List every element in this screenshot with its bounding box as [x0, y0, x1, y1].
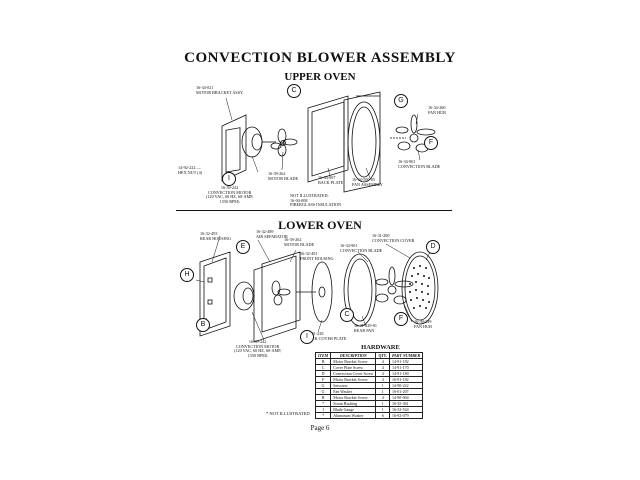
lower-rear-housing — [199, 251, 231, 337]
callout-lower-h: H — [180, 268, 194, 282]
not-illustrated-footnote: * NOT ILLUSTRATED — [266, 411, 310, 416]
callout-upper-i: I — [222, 172, 236, 186]
hardware-cell-description: Convection Cover Screw — [330, 370, 377, 377]
cover-perforations — [409, 265, 430, 309]
label-hex-nut: 14-92-222 —HEX NUT (4) — [178, 165, 203, 175]
lower-motor — [233, 281, 255, 311]
upper-back-plate — [307, 95, 349, 183]
callout-lower-f: F — [394, 312, 408, 326]
hardware-cell-description: Aluminum Washer — [330, 412, 377, 419]
lower-convection-blade — [375, 266, 414, 305]
upper-motor-blade — [270, 128, 298, 157]
section-divider — [176, 210, 452, 211]
callout-lower-e: E — [236, 240, 250, 254]
upper-motor-bracket — [221, 114, 247, 182]
hardware-cell-item: * — [314, 412, 332, 419]
callout-upper-g: G — [394, 94, 408, 108]
lower-convection-cover — [401, 251, 439, 325]
page-title: CONVECTION BLOWER ASSEMBLY — [184, 50, 456, 66]
callout-lower-c: C — [340, 308, 354, 322]
lower-front-housing — [261, 251, 301, 333]
callout-lower-i: I — [300, 330, 314, 344]
callout-lower-d: D — [426, 240, 440, 254]
hardware-title: HARDWARE — [361, 344, 400, 351]
lower-back-cover-plate — [311, 261, 333, 323]
callout-lower-b: B — [196, 318, 210, 332]
lower-oven-heading: LOWER OVEN — [278, 218, 362, 232]
upper-oven-heading: UPPER OVEN — [284, 71, 356, 83]
page-number: Page 6 — [310, 424, 330, 432]
callout-upper-f: F — [424, 136, 438, 150]
lower-motor-blade — [271, 280, 291, 306]
hardware-header-row: ITEM DESCRIPTION QTY. PART NUMBER — [314, 352, 424, 359]
upper-pan-assembly — [343, 91, 381, 193]
upper-convection-blade — [395, 114, 436, 153]
hardware-col-part-number: PART NUMBER — [388, 352, 424, 359]
lower-air-separator — [253, 255, 297, 343]
hardware-cell-part-number: 16-92-079 — [388, 412, 424, 419]
callout-upper-c: C — [287, 84, 301, 98]
hardware-cell-qty: 6 — [375, 412, 390, 419]
